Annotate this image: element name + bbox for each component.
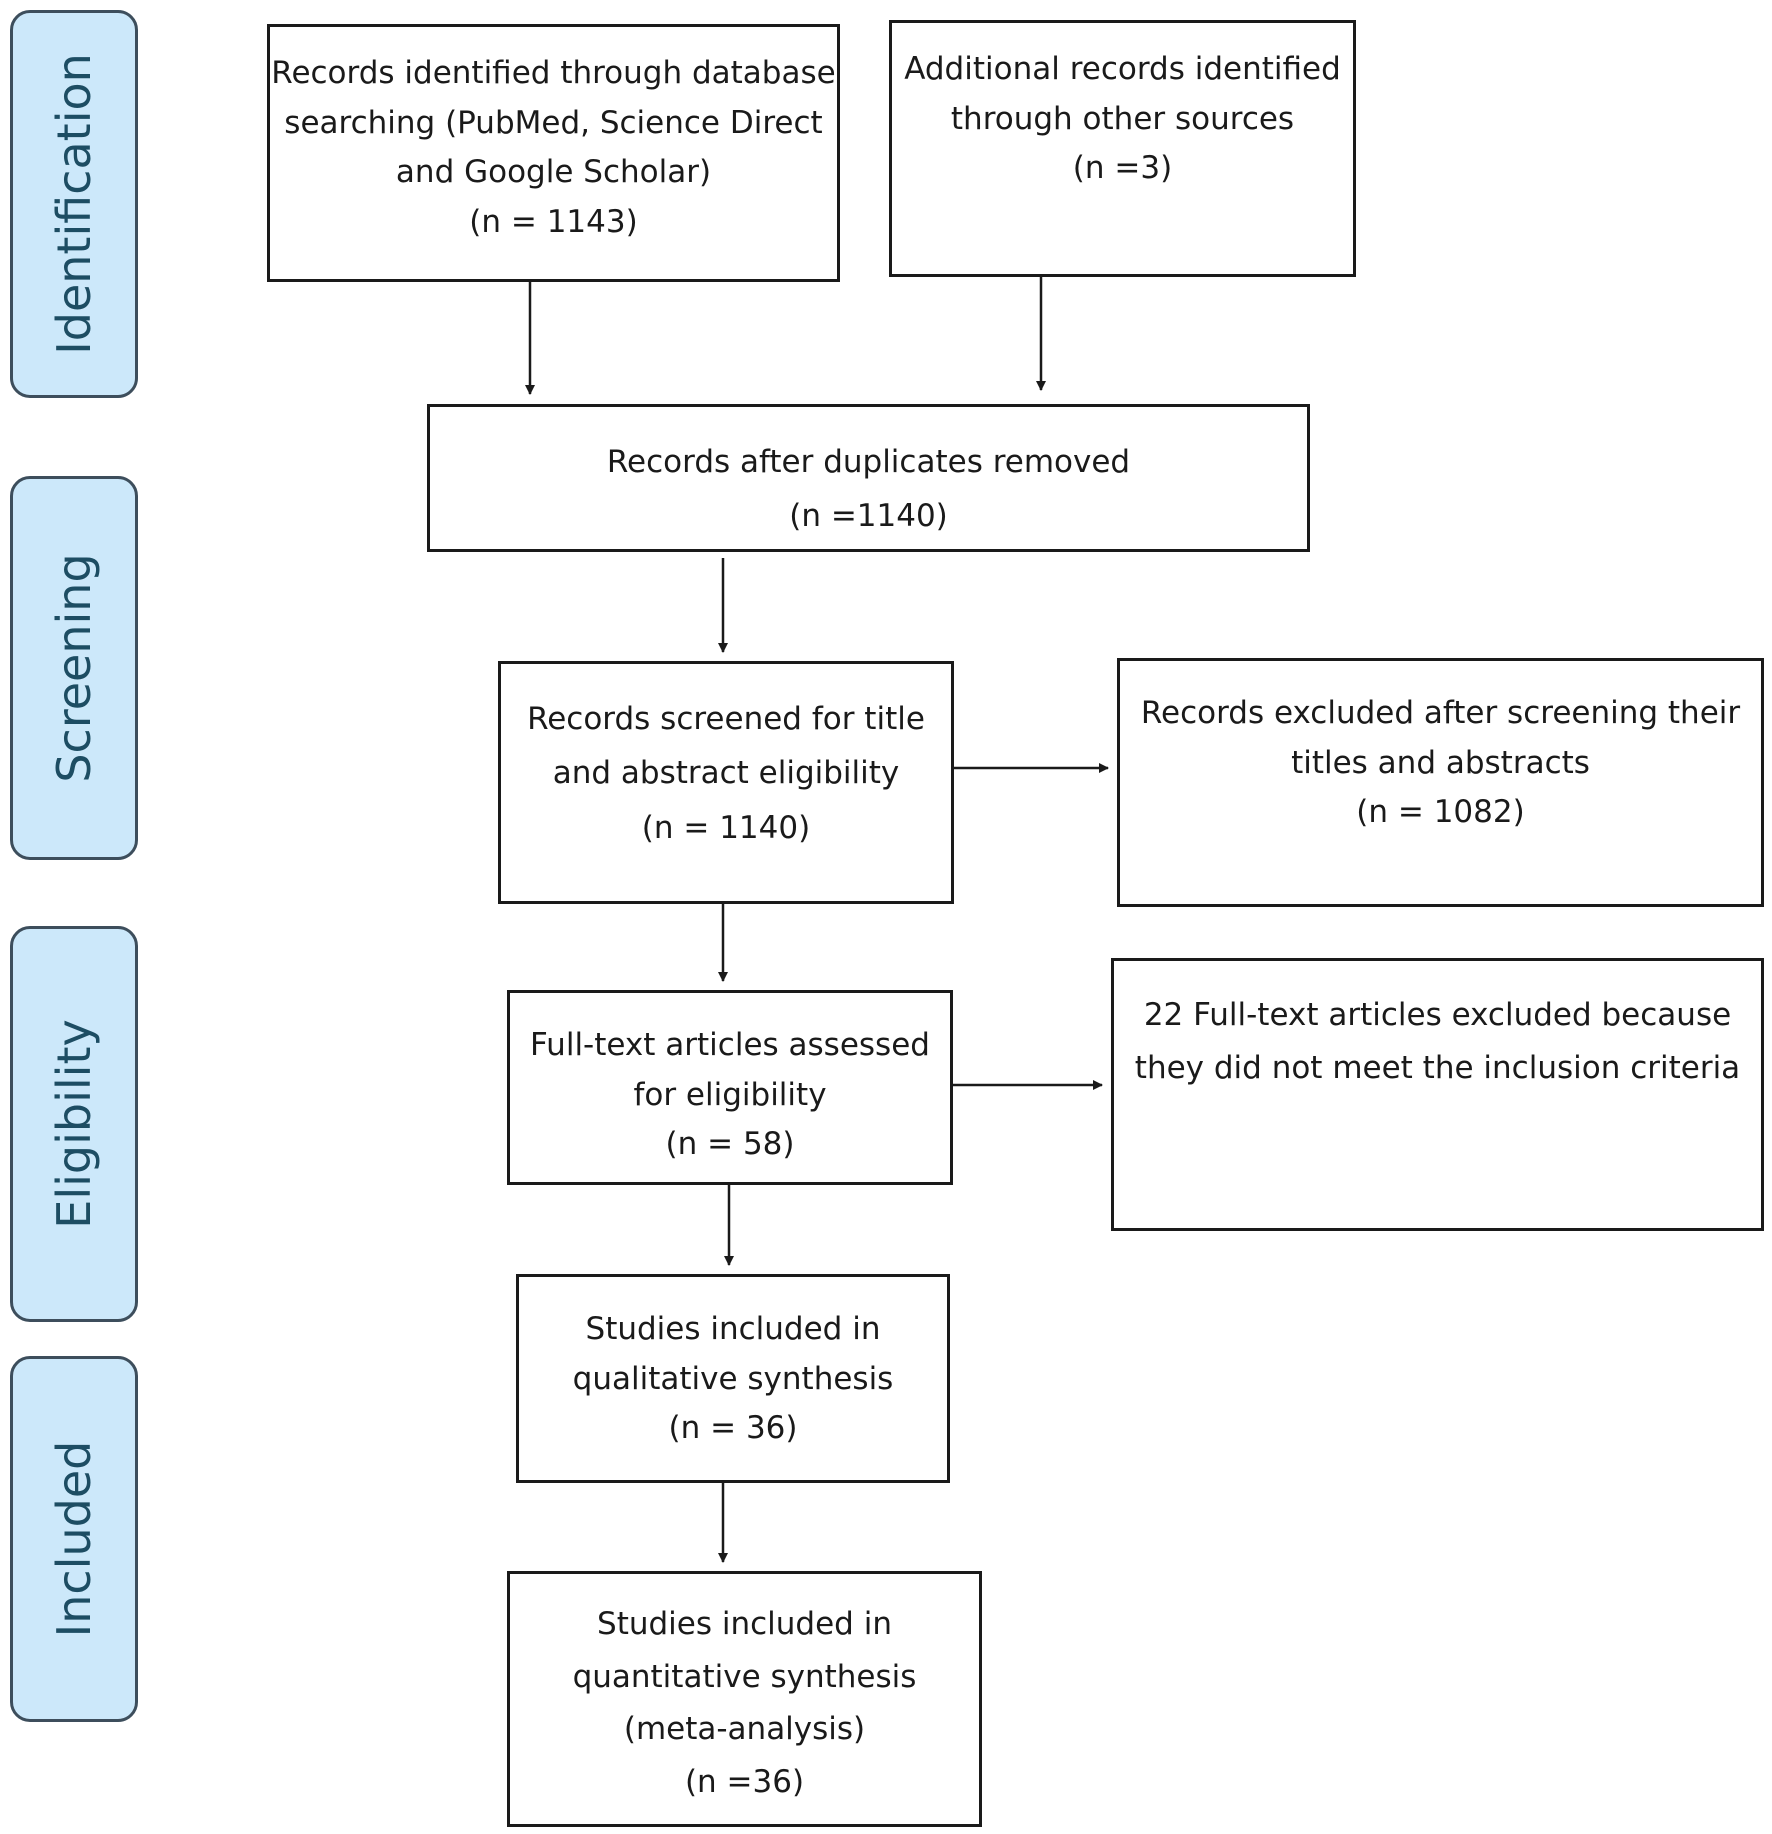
stage-included-label: Included (47, 1440, 101, 1638)
box-count: (n =3) (1072, 150, 1173, 187)
box-text-line: titles and abstracts (1291, 744, 1590, 781)
stage-identification: Identification (10, 10, 138, 398)
box-screened: Records screened for title and abstract … (498, 661, 954, 904)
box-text-line: qualitative synthesis (572, 1360, 894, 1397)
stage-eligibility-label: Eligibility (47, 1019, 101, 1229)
box-text-line: Records screened for title (527, 701, 925, 737)
box-count: (n = 1143) (469, 203, 638, 240)
box-count: (n = 36) (668, 1410, 798, 1447)
box-quantitative-synthesis: Studies included in quantitative synthes… (507, 1571, 982, 1827)
box-text-line: they did not meet the inclusion criteria (1134, 1049, 1741, 1086)
stage-identification-label: Identification (47, 53, 101, 355)
box-text-line: Records identified through database (271, 55, 836, 91)
box-text-line: Additional records identified (904, 51, 1341, 87)
box-text-line: 22 Full-text articles excluded because (1143, 997, 1732, 1033)
box-database-records: Records identified through database sear… (267, 24, 840, 282)
box-other-sources: Additional records identified through ot… (889, 20, 1356, 277)
box-text-line: Full-text articles assessed (530, 1027, 930, 1063)
box-text-line: Studies included in (585, 1311, 881, 1347)
box-count: (n = 1140) (641, 809, 811, 846)
box-fulltext-excluded: 22 Full-text articles excluded because t… (1111, 958, 1764, 1231)
box-excluded-screening: Records excluded after screening their t… (1117, 658, 1764, 907)
stage-included: Included (10, 1356, 138, 1722)
box-text-line: searching (PubMed, Science Direct (284, 104, 823, 141)
box-text-line: (meta-analysis) (623, 1711, 866, 1748)
box-qualitative-synthesis: Studies included in qualitative synthesi… (516, 1274, 950, 1483)
stage-screening-label: Screening (47, 553, 101, 783)
box-text-line: Studies included in (597, 1606, 892, 1642)
box-text-line: and abstract eligibility (552, 755, 900, 792)
stage-screening: Screening (10, 476, 138, 860)
box-text-line: for eligibility (633, 1076, 827, 1113)
box-text-line: Records after duplicates removed (606, 444, 1131, 480)
box-text-line: Records excluded after screening their (1140, 695, 1741, 731)
box-text-line: and Google Scholar) (395, 154, 712, 191)
box-text-line: quantitative synthesis (572, 1658, 917, 1695)
stage-eligibility: Eligibility (10, 926, 138, 1322)
box-count: (n = 1082) (1356, 794, 1525, 831)
box-text-line: through other sources (950, 100, 1295, 137)
box-duplicates-removed: Records after duplicates removed (n =114… (427, 404, 1310, 552)
box-fulltext-assessed: Full-text articles assessed for eligibil… (507, 990, 953, 1185)
box-count: (n =36) (684, 1764, 805, 1801)
box-count: (n =1140) (789, 498, 948, 535)
box-count: (n = 58) (665, 1126, 795, 1163)
